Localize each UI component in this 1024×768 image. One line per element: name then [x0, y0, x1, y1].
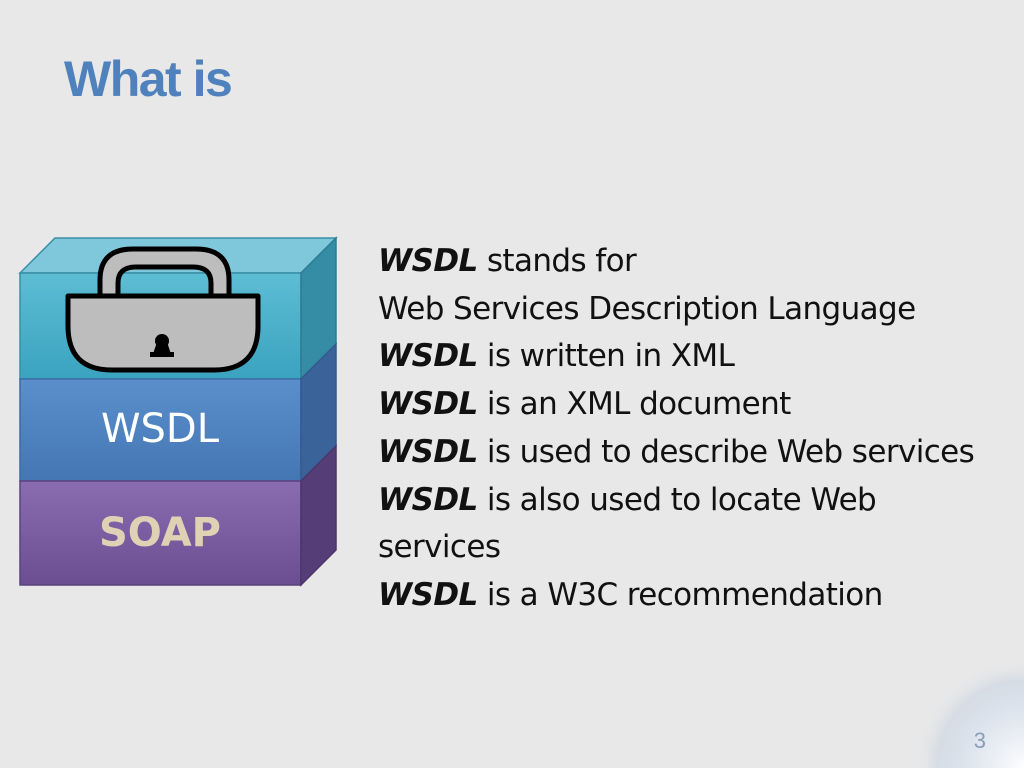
list-item: WSDL stands for	[378, 243, 637, 279]
list-item: WSDL is used to describe Web services	[378, 433, 975, 470]
stack-layer-wsdl	[19, 378, 302, 482]
slide-title: What is	[64, 51, 233, 107]
stack-graphic	[18, 236, 338, 587]
page-number: 3	[973, 728, 986, 753]
corner-decoration	[914, 658, 1024, 768]
padlock-icon	[65, 246, 261, 373]
list-item: WSDL is an XML document	[378, 386, 791, 423]
list-item: services	[378, 529, 501, 566]
list-item: WSDL is a W3C recommendation	[378, 576, 883, 613]
list-item: WSDL is also used to locate Web	[378, 481, 877, 518]
list-item: Web Services Description Language	[378, 290, 916, 327]
bullet-list: WSDL stands for Web Services Description…	[378, 238, 1018, 620]
wsdl-layer-label: WSDL	[100, 406, 220, 452]
stack-layer-soap	[19, 480, 302, 586]
list-item: WSDL is written in XML	[378, 338, 735, 375]
protocol-stack-diagram: WSDL SOAP	[0, 0, 340, 600]
soap-layer-label: SOAP	[98, 510, 221, 556]
stack-layer-soap-side	[300, 444, 337, 587]
